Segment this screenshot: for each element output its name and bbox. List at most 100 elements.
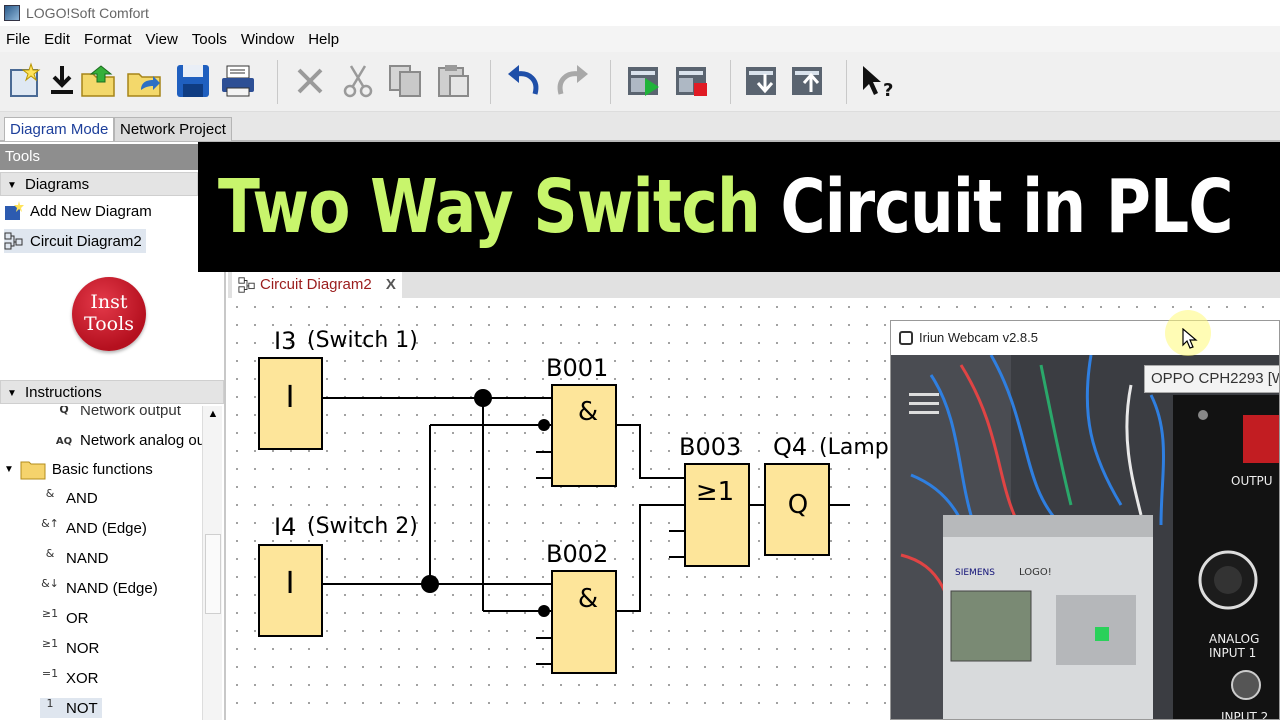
delete-button[interactable] <box>290 60 330 102</box>
toolbar-separator <box>490 60 491 104</box>
menu-icon[interactable] <box>909 393 939 415</box>
new-button[interactable] <box>4 60 44 102</box>
add-diagram-icon <box>4 201 24 221</box>
scroll-up-icon[interactable]: ▲ <box>207 408 219 420</box>
circuit-diagram-icon <box>4 231 24 251</box>
diagram-item-circuit-diagram2[interactable]: Circuit Diagram2 <box>4 229 146 253</box>
circuit-diagram-icon <box>238 276 256 298</box>
block-label-b002: B002 <box>546 540 608 568</box>
title-banner: Two Way Switch Circuit in PLC <box>198 142 1280 272</box>
simulation-stop-button[interactable] <box>672 60 712 102</box>
and-icon: & <box>45 487 55 500</box>
folder-icon <box>20 458 46 480</box>
not-icon: 1 <box>46 697 54 710</box>
cut-button[interactable] <box>338 60 378 102</box>
mouse-cursor-icon <box>1182 328 1198 349</box>
webcam-title: Iriun Webcam v2.8.5 <box>919 330 1038 345</box>
add-new-diagram-item[interactable]: Add New Diagram <box>4 201 152 221</box>
banner-highlight: Two Way Switch <box>218 164 761 250</box>
input-label-i3: I3 <box>274 327 296 355</box>
instructions-header-label: Instructions <box>25 384 102 401</box>
list-item-or[interactable]: ≥1 OR <box>40 608 89 628</box>
instructions-tree: Q Network output AQ Network analog ou ▼ … <box>0 406 224 720</box>
input-block-i3[interactable]: I <box>258 357 323 450</box>
list-item-nor[interactable]: ≥1 NOR <box>40 638 99 658</box>
banner-rest: Circuit in PLC <box>780 164 1233 250</box>
menu-bar: File Edit Format View Tools Window Help <box>0 26 1280 52</box>
or-label: OR <box>66 609 89 627</box>
list-item-not[interactable]: 1 NOT <box>40 698 102 718</box>
collapse-icon: ▼ <box>7 388 17 399</box>
instructions-section-header[interactable]: ▼ Instructions <box>0 380 224 404</box>
paste-button[interactable] <box>433 60 473 102</box>
tab-diagram-mode[interactable]: Diagram Mode <box>4 117 115 141</box>
open-recent-button[interactable] <box>124 60 164 102</box>
paste-icon <box>438 65 469 97</box>
simulation-start-button[interactable] <box>624 60 664 102</box>
list-item-nand-edge[interactable]: &↓ NAND (Edge) <box>40 578 158 598</box>
junction-dot <box>421 575 439 593</box>
logo-to-pc-button[interactable] <box>788 60 828 102</box>
menu-file[interactable]: File <box>6 30 31 48</box>
print-button[interactable] <box>218 60 258 102</box>
copy-button[interactable] <box>385 60 425 102</box>
undo-button[interactable] <box>504 60 544 102</box>
input-symbol: I <box>286 566 295 601</box>
window-title: LOGO!Soft Comfort <box>26 5 149 21</box>
plc-brand: SIEMENS <box>955 568 995 578</box>
or-block-b003[interactable]: ≥1 <box>684 463 750 567</box>
input-label-i4: I4 <box>274 513 296 541</box>
toolbar: ? <box>0 52 1280 112</box>
download-button[interactable] <box>42 60 82 102</box>
list-item-network-analog-output[interactable]: AQ Network analog ou <box>54 430 205 450</box>
redo-button[interactable] <box>552 60 592 102</box>
close-icon[interactable]: X <box>385 276 396 293</box>
menu-format[interactable]: Format <box>84 30 132 48</box>
list-item-network-output[interactable]: Q Network output <box>54 406 181 420</box>
nor-label: NOR <box>66 639 100 657</box>
tools-header: Tools <box>0 144 224 170</box>
output-block-q4[interactable]: Q <box>764 463 830 556</box>
menu-help[interactable]: Help <box>308 30 340 48</box>
block-label-b003: B003 <box>679 433 741 461</box>
and-block-b002[interactable]: & <box>551 570 617 674</box>
webcam-title-bar[interactable]: Iriun Webcam v2.8.5 <box>891 321 1279 355</box>
menu-window[interactable]: Window <box>240 30 295 48</box>
webcam-window[interactable]: Iriun Webcam v2.8.5 OUTPU ANALOG INPUT 1… <box>890 320 1280 720</box>
junction-dot <box>538 419 550 431</box>
logo-line-1: Inst <box>90 291 128 313</box>
and-label: AND <box>66 489 98 507</box>
list-item-nand[interactable]: & NAND <box>40 548 109 568</box>
menu-tools[interactable]: Tools <box>191 30 227 48</box>
webcam-icon <box>899 331 913 345</box>
diagram-tab-label: Circuit Diagram2 <box>260 276 372 293</box>
open-button[interactable] <box>78 60 118 102</box>
menu-edit[interactable]: Edit <box>44 30 71 48</box>
xor-label: XOR <box>66 669 99 687</box>
list-item-and[interactable]: & AND <box>40 488 98 508</box>
menu-view[interactable]: View <box>145 30 178 48</box>
input-block-i4[interactable]: I <box>258 544 323 637</box>
toolbar-separator <box>846 60 847 104</box>
diagrams-section-header[interactable]: ▼ Diagrams <box>0 172 198 196</box>
copy-icon <box>389 65 421 97</box>
device-label: OPPO CPH2293 [W <box>1144 365 1279 393</box>
open-download-icon <box>51 66 73 94</box>
context-help-button[interactable]: ? <box>858 60 898 102</box>
list-item-and-edge[interactable]: &↑ AND (Edge) <box>40 518 147 538</box>
tab-network-project[interactable]: Network Project <box>114 117 232 141</box>
scrollbar-thumb[interactable] <box>205 534 221 614</box>
inst-tools-logo: Inst Tools <box>72 277 146 351</box>
tab-circuit-diagram2[interactable]: Circuit Diagram2 X <box>232 272 402 298</box>
pc-to-logo-button[interactable] <box>742 60 782 102</box>
network-output-label: Network output <box>80 406 181 419</box>
network-analog-output-icon: AQ <box>55 436 73 447</box>
scissors-icon <box>343 65 373 98</box>
and-block-b001[interactable]: & <box>551 384 617 487</box>
list-item-xor[interactable]: =1 XOR <box>40 668 99 688</box>
save-button[interactable] <box>173 60 213 102</box>
network-output-icon: Q <box>59 406 69 416</box>
output-label-q4: Q4 <box>773 433 807 461</box>
instructions-scrollbar[interactable]: ▲ <box>202 406 222 720</box>
folder-basic-functions[interactable]: ▼ Basic functions <box>4 458 153 480</box>
